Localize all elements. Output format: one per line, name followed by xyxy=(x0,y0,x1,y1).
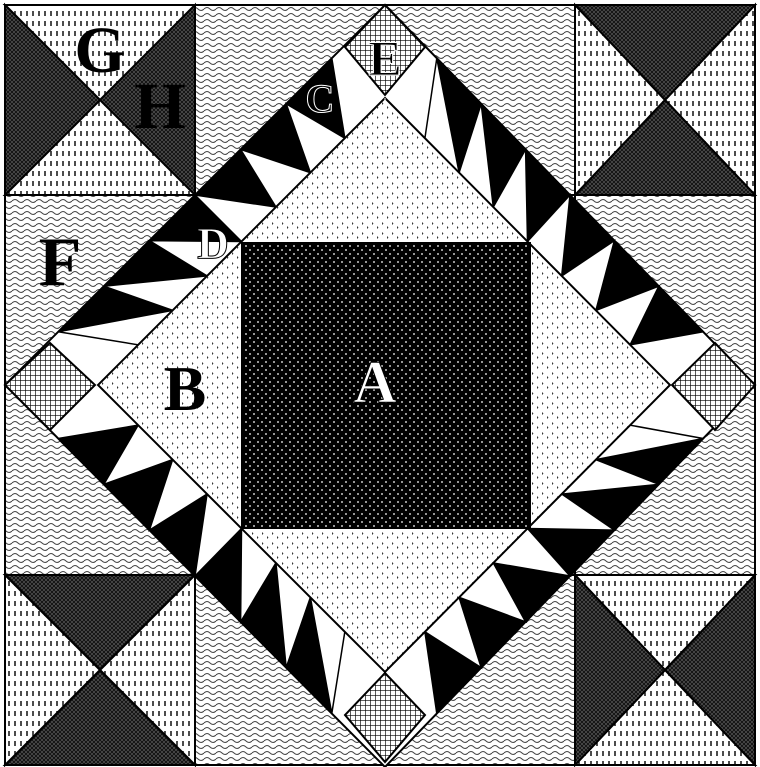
label-d: D xyxy=(197,219,229,268)
label-e: E xyxy=(368,30,401,86)
corner-block-bottom-left xyxy=(5,575,195,765)
corner-block-bottom-right xyxy=(575,575,755,765)
label-f: F xyxy=(39,224,82,301)
label-c: C xyxy=(306,76,335,121)
label-g: G xyxy=(74,14,125,87)
label-h: H xyxy=(134,70,185,143)
corner-block-top-right xyxy=(575,5,755,195)
label-a: A xyxy=(353,349,396,415)
label-b: B xyxy=(164,353,207,424)
